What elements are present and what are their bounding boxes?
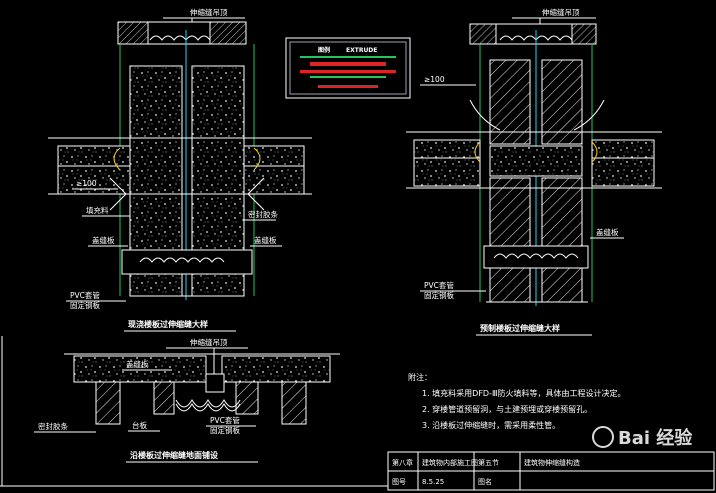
paw-icon bbox=[592, 426, 614, 448]
bottom-ceiling-label: 伸缩缝吊顶 bbox=[190, 337, 228, 347]
right-pvc-label-2: 固定钢板 bbox=[424, 290, 454, 300]
left-fill-label: 填充料 bbox=[86, 205, 109, 215]
left-seal-label: 密封胶条 bbox=[248, 209, 278, 219]
legend-box: 图例 EXTRUDE bbox=[285, 37, 411, 99]
watermark: Bai 经验 bbox=[592, 426, 693, 449]
right-caption: 预制楼板过伸缩缝大样 bbox=[480, 323, 560, 333]
bottom-caption: 沿楼板过伸缩缝地面铺设 bbox=[130, 450, 218, 460]
left-pvc-label-1: PVC套管 bbox=[70, 290, 100, 300]
watermark-text: Bai 经验 bbox=[618, 427, 693, 449]
note-1: 1. 填充料采用DFD-Ⅲ防火填料等，具体由工程设计决定。 bbox=[422, 388, 626, 398]
bottom-pvc-label-2: 固定钢板 bbox=[210, 425, 240, 435]
note-3: 3. 沿楼板过伸缩缝时，需采用柔性管。 bbox=[422, 420, 560, 430]
right-pvc-label-1: PVC套管 bbox=[424, 280, 454, 290]
notes-heading: 附注： bbox=[408, 372, 432, 382]
note-2: 2. 穿楼管道预留洞，与土建预埋或穿楼预留孔。 bbox=[422, 404, 592, 414]
tb-page-label: 图名 bbox=[478, 477, 492, 486]
left-pvc-label-2: 固定钢板 bbox=[70, 300, 100, 310]
left-caption: 现浇楼板过伸缩缝大样 bbox=[128, 319, 208, 329]
notes: 附注： 1. 填充料采用DFD-Ⅲ防火填料等，具体由工程设计决定。 2. 穿楼管… bbox=[408, 372, 626, 430]
tb-chapter: 第八章 bbox=[392, 458, 413, 467]
left-ceiling-label: 伸缩缝吊顶 bbox=[190, 7, 228, 17]
tb-fig-no: 8.5.25 bbox=[422, 478, 444, 486]
left-bead-label-2: 盖缝板 bbox=[254, 235, 277, 245]
tb-fig-label: 图号 bbox=[392, 478, 406, 486]
left-dim-label: ≥100 bbox=[76, 179, 97, 188]
bottom-pvc-label-1: PVC套管 bbox=[210, 415, 240, 425]
title-block: 第八章 建筑物内部施工图 第五节 建筑物伸缩缝构造 图号 8.5.25 图名 bbox=[387, 451, 715, 491]
legend-title-b: EXTRUDE bbox=[346, 47, 377, 54]
bottom-stairs-label: 台板 bbox=[132, 420, 147, 430]
left-bead-label-1: 盖缝板 bbox=[92, 235, 115, 245]
left-detail: 伸缩缝吊顶 ≥100 填充料 密封胶条 盖缝板 bbox=[48, 7, 312, 332]
right-ceiling-label: 伸缩缝吊顶 bbox=[542, 7, 580, 17]
tb-section: 第五节 bbox=[478, 458, 499, 467]
bottom-seal-label: 密封胶条 bbox=[38, 421, 68, 431]
tb-chapter-name: 建筑物内部施工图 bbox=[422, 458, 478, 467]
bottom-bead-label: 盖缝板 bbox=[126, 359, 149, 369]
tb-section-name: 建筑物伸缩缝构造 bbox=[524, 458, 580, 467]
bottom-detail: 伸缩缝吊顶 盖缝板 密封胶条 台板 PVC套管 固定钢板 沿楼板过伸缩缝地面铺设 bbox=[34, 337, 340, 463]
right-detail: 伸缩缝吊顶 ≥100 盖缝板 PVC套管 固定钢 bbox=[406, 7, 662, 336]
legend-title-a: 图例 bbox=[318, 46, 330, 54]
right-dim-label: ≥100 bbox=[424, 75, 445, 84]
right-bead-label: 盖缝板 bbox=[596, 227, 619, 237]
